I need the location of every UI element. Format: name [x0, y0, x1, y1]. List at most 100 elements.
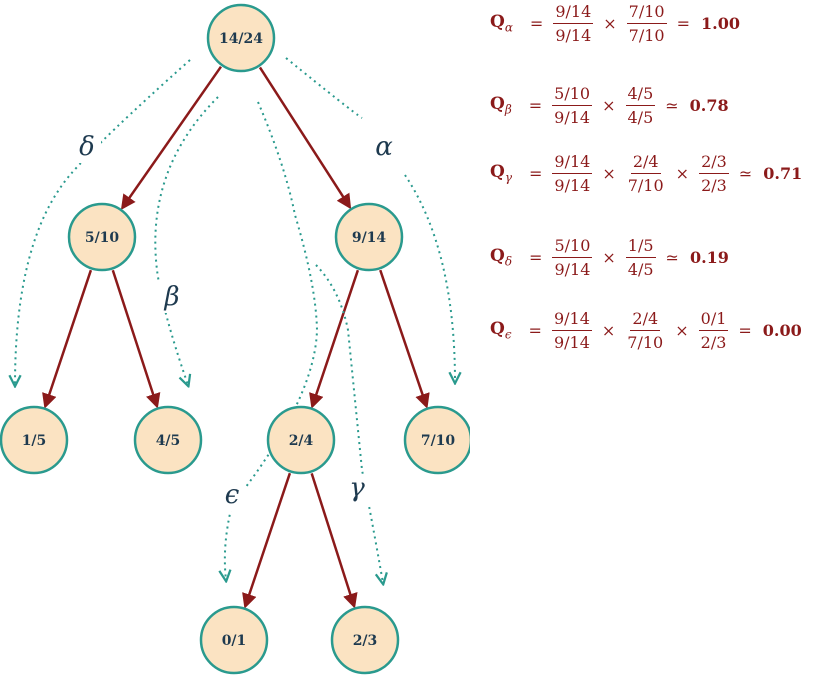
node-label: 7/10 [421, 433, 456, 449]
times-sign: × [601, 320, 616, 340]
formula-q-subscript: δ [504, 254, 513, 269]
formula-q-name: Qα [490, 12, 513, 34]
fraction-denominator: 9/14 [553, 332, 590, 352]
formula-q-subscript: ϵ [504, 327, 512, 342]
path-label-gamma: γ [349, 473, 365, 503]
node-label: 0/1 [222, 633, 247, 649]
fraction-numerator: 1/5 [625, 236, 656, 258]
fraction-numerator: 7/10 [626, 2, 667, 24]
formula-q-subscript: β [504, 102, 512, 117]
node-label: 5/10 [85, 230, 120, 246]
tree-node: 14/24 [206, 3, 276, 73]
node-label: 2/3 [353, 633, 378, 649]
fraction-numerator: 5/10 [552, 84, 593, 106]
equals-sign: = [529, 13, 544, 33]
edge-n3-n7 [379, 269, 430, 409]
fraction-numerator: 9/14 [552, 152, 593, 174]
node-label: 9/14 [352, 230, 387, 246]
path-alpha [285, 57, 455, 382]
fraction-numerator: 9/14 [551, 309, 592, 331]
path-delta [15, 59, 191, 385]
relation-sign: ≃ [665, 247, 679, 267]
path-gamma [315, 264, 383, 583]
relation-sign: ≃ [738, 163, 753, 183]
node-circle [266, 405, 336, 475]
node-circle [206, 3, 276, 73]
formula-q-subscript: γ [504, 170, 512, 185]
times-sign: × [603, 13, 617, 33]
node-circle [199, 605, 269, 675]
fraction-denominator: 7/10 [627, 332, 664, 352]
edge-n1-n3 [258, 66, 352, 210]
tree-node: 9/14 [334, 202, 404, 272]
tree-nodes: 14/24 5/10 9/14 1/5 4/5 2/4 7/10 0/1 2/3 [0, 3, 470, 675]
path-label-backdrop [218, 481, 246, 511]
times-sign: × [602, 163, 616, 183]
path-label-delta: δ [79, 132, 95, 162]
fraction-denominator: 2/3 [701, 175, 727, 195]
node-circle [67, 202, 137, 272]
formula-result: 0.71 [763, 163, 803, 183]
fraction-numerator: 4/5 [625, 84, 656, 106]
formula-q-name: Qβ [490, 94, 512, 116]
tree-node: 0/1 [199, 605, 269, 675]
formula-q-letter: Q [490, 245, 505, 266]
path-beta [154, 96, 219, 385]
formula-q-letter: Q [490, 161, 505, 182]
fraction-numerator: 2/4 [630, 152, 661, 174]
fraction-denominator: 4/5 [627, 107, 654, 127]
formula-q-name: Qδ [490, 246, 512, 268]
node-circle [330, 605, 400, 675]
node-label: 14/24 [219, 31, 263, 47]
path-label-backdrop [343, 474, 371, 504]
tree-node: 2/3 [330, 605, 400, 675]
formula-q-subscript: α [504, 20, 513, 35]
fraction-numerator: 9/14 [553, 2, 594, 24]
formula-q-letter: Q [490, 11, 505, 32]
tree-node: 4/5 [133, 405, 203, 475]
fraction-denominator: 4/5 [627, 259, 654, 279]
edge-n2-n5 [111, 269, 161, 409]
tree-edges [42, 65, 430, 609]
tree-node: 1/5 [0, 405, 69, 475]
equals-sign: = [528, 320, 542, 340]
times-sign: × [675, 320, 689, 340]
node-label: 1/5 [22, 433, 47, 449]
relation-sign: = [676, 13, 691, 33]
path-label-backdrop [370, 133, 398, 163]
equals-sign: = [528, 163, 543, 183]
edge-n6-n9 [310, 472, 358, 609]
fraction-denominator: 7/10 [627, 175, 664, 195]
fraction-numerator: 2/3 [699, 152, 729, 174]
formula-result: 0.19 [689, 247, 729, 267]
node-label: 4/5 [156, 433, 181, 449]
node-label: 2/4 [289, 433, 314, 449]
equals-sign: = [528, 95, 543, 115]
path-label-backdrop [73, 133, 101, 163]
node-circle [133, 405, 203, 475]
formula-q-name: Qγ [490, 162, 512, 184]
fraction-denominator: 9/14 [554, 175, 591, 195]
times-sign: × [602, 247, 616, 267]
fraction-numerator: 0/1 [698, 309, 729, 331]
fraction-denominator: 2/3 [700, 332, 727, 352]
node-circle [403, 405, 470, 475]
formula-q-letter: Q [490, 318, 505, 339]
formula-result: 0.78 [689, 95, 729, 115]
relation-sign: ≃ [665, 95, 679, 115]
formula-result: 1.00 [701, 13, 740, 33]
